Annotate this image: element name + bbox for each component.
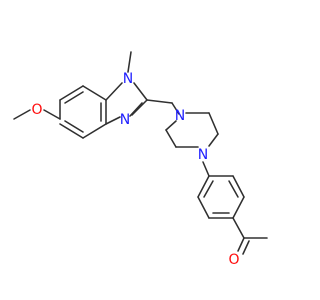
imidazole-ring	[105, 82, 148, 125]
molecule-canvas: O N N N N O	[13, 51, 268, 268]
n-methyl-nitrogen-label: N	[123, 71, 133, 87]
methoxy-group	[13, 109, 61, 120]
benzimidazole-benzene-ring	[59, 85, 107, 139]
ketone-oxygen-label: O	[228, 252, 239, 268]
acetyl-group	[232, 217, 268, 255]
methylene-linker	[146, 99, 180, 115]
methoxy-oxygen-label: O	[31, 102, 42, 118]
piperazine-ring	[165, 112, 219, 148]
piperazine-n4-label: N	[198, 147, 208, 163]
imine-nitrogen-label: N	[120, 112, 130, 128]
n-methyl-bond	[127, 51, 132, 73]
phenyl-linker-bond	[202, 161, 210, 177]
piperazine-n1-label: N	[175, 108, 185, 124]
acetylphenyl-ring	[197, 175, 245, 219]
structure-svg: O N N N N O	[13, 51, 268, 268]
